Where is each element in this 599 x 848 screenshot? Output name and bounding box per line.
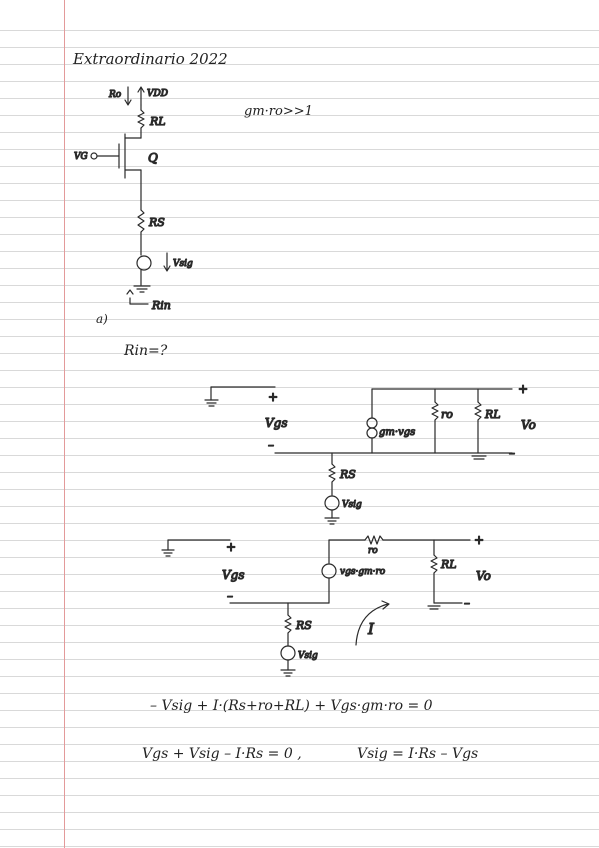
part-label: a): [96, 312, 108, 326]
c1-out-plus: +: [518, 382, 528, 396]
vsig-label: Vsig: [173, 259, 193, 269]
c2-ro-label: ro: [368, 546, 378, 556]
c2-vgs: Vgs: [222, 568, 245, 582]
c2-rs-label: RS: [295, 619, 312, 632]
c1-vo-label: Vo: [521, 418, 536, 432]
ro-label: Ro: [108, 90, 122, 100]
page-title: Extraordinario 2022: [73, 50, 228, 68]
margin-line: [64, 0, 65, 848]
circuit-2-diagram: [161, 535, 471, 677]
schematic-diagram: [90, 86, 171, 305]
c2-out-plus: +: [474, 533, 484, 547]
c2-vo-label: Vo: [476, 569, 491, 583]
question-text: Rin=?: [124, 343, 168, 359]
c2-out-minus: –: [464, 596, 470, 610]
c1-rl-label: RL: [484, 408, 501, 421]
c1-out-minus: –: [509, 446, 515, 460]
c2-rl-label: RL: [440, 558, 457, 571]
c2-minus: –: [227, 589, 233, 603]
c2-source-label: vgs·gm·ro: [340, 567, 386, 577]
c1-plus: +: [268, 390, 278, 404]
equation-2: Vgs + Vsig – I·Rs = 0 ,: [142, 746, 302, 762]
c1-rs-label: RS: [339, 468, 356, 481]
c2-vsig-label: Vsig: [298, 651, 318, 661]
equation-1: – Vsig + I·(Rs+ro+RL) + Vgs·gm·ro = 0: [150, 698, 433, 714]
circuit-1-diagram: [204, 386, 513, 525]
c1-ro-label: ro: [441, 408, 453, 421]
c2-plus: +: [226, 540, 236, 554]
c1-source-label: gm·vgs: [379, 427, 415, 438]
equation-3: Vsig = I·Rs – Vgs: [357, 746, 479, 762]
rin-label: Rin: [151, 299, 171, 312]
vg-label: VG: [74, 152, 88, 162]
c1-vsig-label: Vsig: [342, 500, 362, 510]
rs-label: RS: [148, 216, 165, 229]
rl-label: RL: [149, 115, 166, 128]
c2-current-label: I: [367, 620, 375, 638]
c1-vgs: Vgs: [265, 416, 288, 430]
vdd-label: VDD: [147, 89, 168, 99]
q-label: Q: [148, 151, 158, 165]
condition-text: gm·ro>>1: [244, 104, 313, 119]
c1-minus: –: [268, 438, 274, 452]
